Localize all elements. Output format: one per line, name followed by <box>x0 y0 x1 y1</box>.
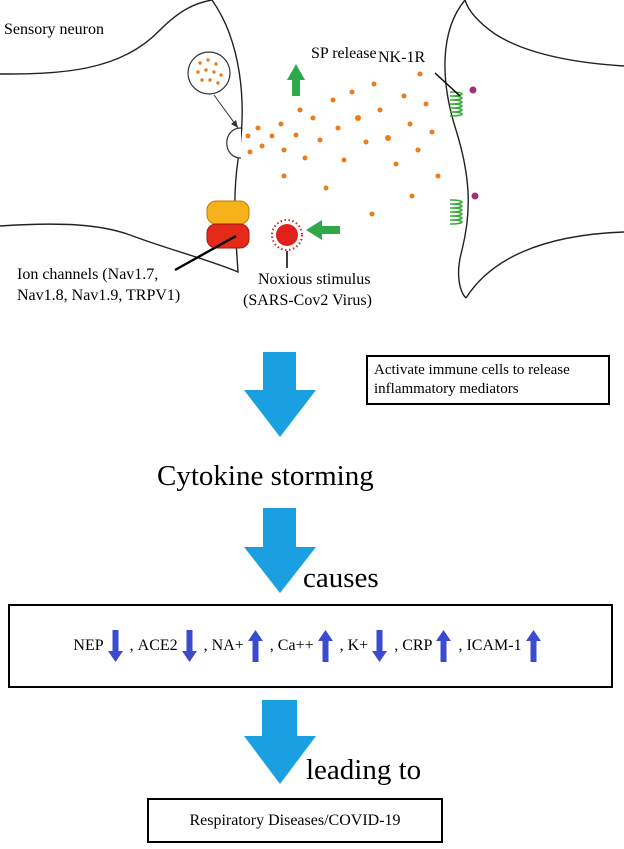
sp-release-label: SP release <box>311 45 377 62</box>
marker-item: ,ACE2 <box>130 629 204 663</box>
outcome-label: Respiratory Diseases/COVID-19 <box>189 812 401 829</box>
virus <box>271 219 303 251</box>
arrow-down-icon <box>181 630 197 662</box>
fusing-vesicle <box>226 127 242 159</box>
markers-row: NEP,ACE2,NA+,Ca++,K+,CRP,ICAM-1 <box>8 604 613 688</box>
receptor-ligand <box>469 86 477 94</box>
nk1r-receptor-lower <box>449 199 463 225</box>
immune-box-line2: inflammatory mediators <box>374 381 519 397</box>
postsynaptic-outline-body <box>444 0 469 299</box>
marker-separator: , <box>129 637 134 654</box>
nk1r-label: NK-1R <box>378 49 426 66</box>
marker-name: ACE2 <box>137 637 178 654</box>
outcome-box: Respiratory Diseases/COVID-19 <box>147 798 443 843</box>
marker-name: NA+ <box>211 637 244 654</box>
sensory-neuron-label: Sensory neuron <box>4 21 104 38</box>
cytokine-storming-label: Cytokine storming <box>157 460 374 492</box>
marker-name: K+ <box>347 637 369 654</box>
postsynaptic-outline-bottom <box>465 231 624 299</box>
marker-separator: , <box>394 637 399 654</box>
arrow-up-icon <box>317 630 333 662</box>
arrow-up-icon <box>247 630 263 662</box>
marker-name: CRP <box>402 637 433 654</box>
arrow-down-icon <box>372 630 388 662</box>
sp-particles <box>245 71 441 217</box>
marker-separator: , <box>269 637 274 654</box>
marker-item: ,K+ <box>340 629 395 663</box>
ion-channels <box>206 200 250 249</box>
flow-arrow-3 <box>244 700 316 784</box>
stimulus-arrow <box>306 220 340 240</box>
marker-item: ,CRP <box>394 629 458 663</box>
markers-box <box>8 604 613 688</box>
immune-box-line1: Activate immune cells to release <box>374 362 570 378</box>
marker-name: NEP <box>73 637 104 654</box>
marker-item: NEP <box>73 629 129 663</box>
sensory-neuron-outline <box>0 0 213 75</box>
nk1r-receptor-upper <box>449 91 463 117</box>
ion-channels-label-line1: Ion channels (Nav1.7, <box>17 266 159 283</box>
sp-release-arrow <box>287 64 305 96</box>
marker-separator: , <box>458 637 463 654</box>
marker-item: ,ICAM-1 <box>458 629 547 663</box>
arrow-up-icon <box>436 630 452 662</box>
causes-label: causes <box>303 562 379 594</box>
ion-channel-pointer <box>174 234 237 272</box>
arrow-down-icon <box>107 630 123 662</box>
flow-arrow-1 <box>244 352 316 437</box>
vesicle <box>187 51 231 95</box>
marker-item: ,Ca++ <box>270 629 340 663</box>
marker-name: ICAM-1 <box>466 637 522 654</box>
marker-separator: , <box>203 637 208 654</box>
arrow-up-icon <box>525 630 541 662</box>
marker-name: Ca++ <box>277 637 314 654</box>
leading-to-label: leading to <box>306 754 422 786</box>
marker-separator: , <box>339 637 344 654</box>
postsynaptic-outline-top <box>464 0 624 67</box>
sensory-neuron-terminal <box>0 0 243 274</box>
noxious-stimulus-label-line1: Noxious stimulus <box>258 271 371 288</box>
immune-activation-box: Activate immune cells to release inflamm… <box>366 355 610 405</box>
flow-arrow-2 <box>244 508 316 593</box>
ion-channels-label-line2: Nav1.8, Nav1.9, TRPV1) <box>17 287 181 304</box>
noxious-stimulus-label-line2: (SARS-Cov2 Virus) <box>243 292 372 309</box>
vesicle-particles <box>196 58 223 85</box>
nk1r-pointer <box>434 72 461 97</box>
marker-item: ,NA+ <box>204 629 270 663</box>
